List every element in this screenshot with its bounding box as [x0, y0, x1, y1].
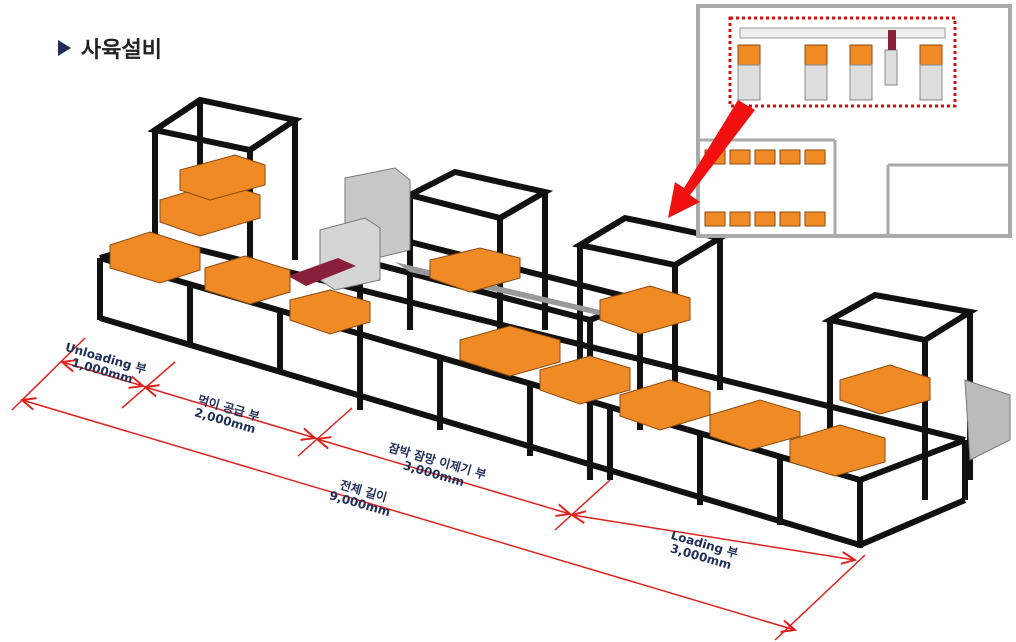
triangle-bullet-icon [58, 40, 71, 56]
roller-conveyor [964, 379, 1011, 461]
dimension-lines [11, 337, 866, 641]
floor-plan-inset [696, 4, 1012, 238]
trays [109, 154, 931, 477]
title-text: 사육설비 [81, 38, 162, 63]
red-arrow-icon [668, 100, 755, 218]
page-title: 사육설비 [58, 32, 162, 64]
